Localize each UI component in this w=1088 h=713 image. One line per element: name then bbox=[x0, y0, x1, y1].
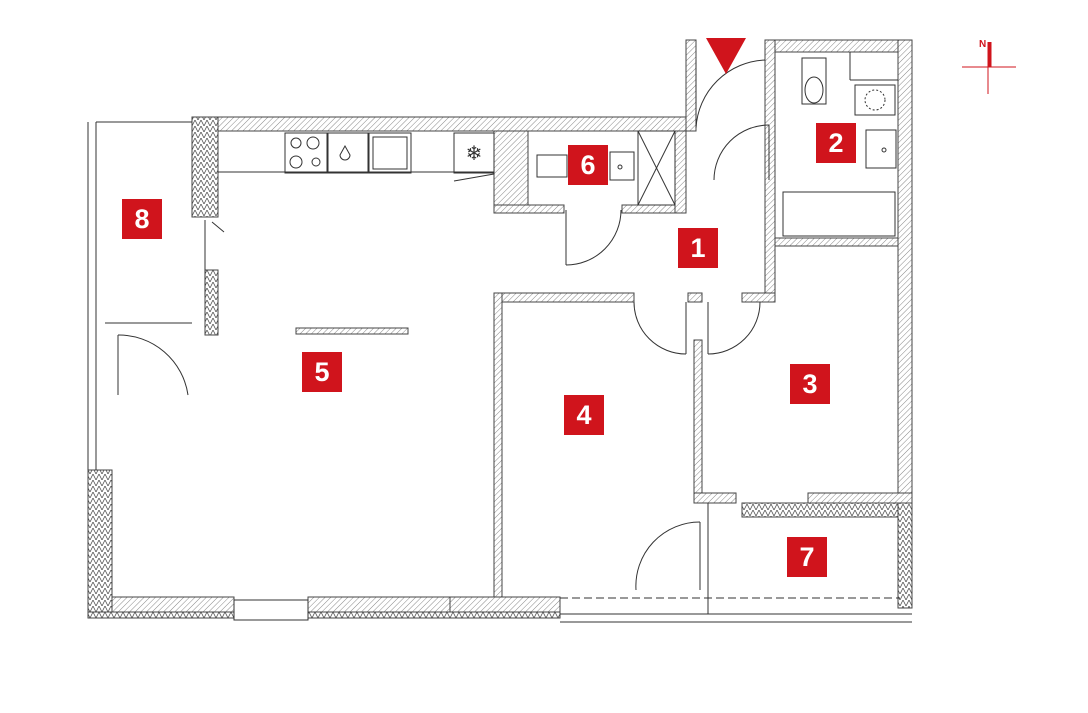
walls bbox=[111, 39, 913, 613]
insulation bbox=[87, 116, 913, 619]
doors bbox=[117, 59, 770, 591]
room-label-4: 4 bbox=[564, 395, 604, 435]
room-label-8: 8 bbox=[122, 199, 162, 239]
balcony-outlines bbox=[87, 121, 912, 623]
kitchen-units: ❄ bbox=[218, 132, 495, 182]
entrance-arrow-icon bbox=[706, 38, 746, 74]
fixtures bbox=[536, 52, 898, 237]
compass-north-label: N bbox=[979, 39, 987, 50]
room-label-6: 6 bbox=[568, 145, 608, 185]
room-label-3: 3 bbox=[790, 364, 830, 404]
room-label-5: 5 bbox=[302, 352, 342, 392]
svg-text:❄: ❄ bbox=[466, 143, 483, 165]
compass-icon bbox=[962, 42, 1016, 94]
room-label-7: 7 bbox=[787, 537, 827, 577]
room-label-1: 1 bbox=[678, 228, 718, 268]
room-label-2: 2 bbox=[816, 123, 856, 163]
